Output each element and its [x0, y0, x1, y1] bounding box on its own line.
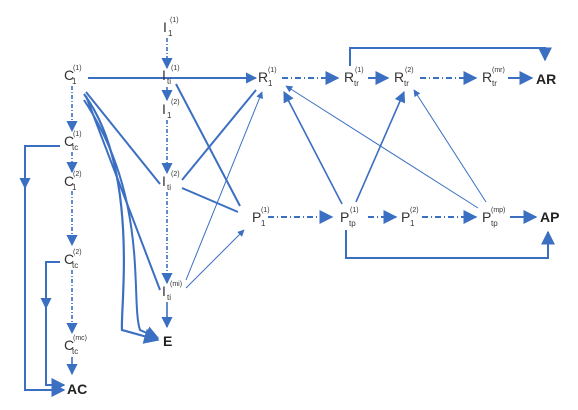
edge-c1-to-e	[83, 93, 160, 344]
edge-ptp1-to-rtr2	[355, 90, 406, 203]
node-sup: (1)	[170, 17, 179, 24]
edge-rtr1-loop-to-ar	[349, 47, 552, 66]
node-sub: tc	[72, 347, 78, 356]
edge-c1-to-e-2	[83, 99, 160, 340]
output-labels: AR AP E AC	[67, 71, 559, 397]
output-e: E	[163, 333, 172, 349]
node-c1-2: C 1 (2)	[64, 171, 82, 192]
edge-ctc1-loop-to-ac	[24, 145, 66, 397]
edge-ptpmp-to-rtr2	[413, 89, 487, 203]
node-sub: tc	[72, 261, 78, 270]
node-sup: (1)	[355, 67, 364, 74]
node-base: P	[482, 209, 491, 225]
output-ar: AR	[536, 71, 556, 87]
node-sub: 1	[261, 219, 266, 228]
node-sup: (1)	[350, 207, 359, 214]
node-sup: (1)	[73, 65, 82, 72]
edge-itimi-to-r1	[185, 91, 263, 281]
node-base: I	[163, 19, 167, 35]
edge-ptpmp-to-r1	[285, 85, 479, 209]
node-c1-1: C 1 (1)	[64, 65, 82, 86]
node-base: I	[162, 283, 166, 299]
node-ctc-1: C tc (1)	[64, 131, 82, 152]
node-base: P	[340, 209, 349, 225]
output-ap: AP	[540, 209, 559, 225]
node-sub: ti	[167, 183, 171, 192]
node-base: R	[482, 69, 492, 85]
node-sup: (2)	[171, 171, 180, 178]
node-sub: 1	[410, 219, 415, 228]
edge-ptp1-loop-to-ap	[345, 230, 555, 259]
node-r1-1: R 1 (1)	[258, 67, 277, 88]
node-base: C	[64, 251, 74, 267]
node-i1-top: I 1 (1)	[163, 17, 179, 38]
node-sup: (mi)	[170, 281, 182, 288]
node-base: I	[162, 67, 166, 83]
node-sup: (mp)	[491, 207, 505, 214]
node-base: P	[401, 209, 410, 225]
node-ctc-2: C tc (2)	[64, 249, 82, 270]
node-base: I	[162, 173, 166, 189]
node-sub: ti	[167, 293, 171, 302]
node-rtr-mr: R tr (mr)	[482, 67, 505, 88]
node-sup: (mr)	[492, 67, 505, 74]
node-sub: 1	[268, 79, 273, 88]
node-sub: tp	[491, 219, 498, 228]
node-base: C	[64, 67, 74, 83]
node-i1-2: I 1 (2)	[162, 99, 180, 120]
node-sub: tr	[404, 79, 409, 88]
node-sup: (1)	[73, 131, 82, 138]
node-base: C	[64, 173, 74, 189]
edge-c1-to-itimi	[85, 95, 161, 291]
node-sup: (1)	[261, 207, 270, 214]
node-sub: ti	[167, 77, 171, 86]
node-sup: (1)	[171, 65, 180, 72]
node-p1-2: P 1 (2)	[401, 207, 419, 228]
node-sub: 1	[72, 183, 77, 192]
node-sup: (2)	[171, 99, 180, 106]
edge-iti2-to-r1	[181, 89, 257, 181]
node-sup: (2)	[73, 171, 82, 178]
node-ptp-1: P tp (1)	[340, 207, 359, 228]
edge-ptp1-to-r1	[283, 91, 343, 205]
node-base: R	[258, 69, 268, 85]
node-rtr-1: R tr (1)	[344, 67, 364, 88]
node-base: C	[64, 133, 74, 149]
node-sub: 1	[72, 77, 77, 86]
node-sup: (2)	[410, 207, 419, 214]
edge-iti2-to-p1	[181, 187, 239, 213]
node-sup: (1)	[268, 67, 277, 74]
node-base: I	[162, 101, 166, 117]
node-base: P	[252, 209, 261, 225]
node-ctc-mc: C tc (mc)	[64, 335, 87, 356]
node-sup: (2)	[405, 67, 414, 74]
node-base: R	[394, 69, 404, 85]
node-sub: tr	[492, 79, 497, 88]
node-p1-1: P 1 (1)	[252, 207, 270, 228]
node-rtr-2: R tr (2)	[394, 67, 414, 88]
node-ptp-mp: P tp (mp)	[482, 207, 505, 228]
node-base: R	[344, 69, 354, 85]
node-base: C	[64, 337, 74, 353]
node-sub: 1	[167, 111, 172, 120]
node-iti-2: I ti (2)	[162, 171, 180, 192]
node-sup: (mc)	[73, 335, 87, 342]
output-ac: AC	[67, 381, 87, 397]
node-sub: tp	[349, 219, 356, 228]
edge-iti1-to-p1	[175, 83, 241, 207]
node-sub: 1	[168, 29, 173, 38]
node-iti-mi: I ti (mi)	[162, 281, 182, 302]
edge-ctc2-loop-to-ac	[45, 261, 66, 392]
node-iti-1: I ti (1)	[162, 65, 180, 86]
node-sup: (2)	[73, 249, 82, 256]
edge-itimi-to-p1	[185, 229, 245, 289]
node-sub: tc	[72, 143, 78, 152]
edges	[19, 38, 555, 397]
edge-c1-to-iti2	[85, 91, 161, 185]
node-sub: tr	[354, 79, 359, 88]
node-labels: I 1 (1) C 1 (1) I ti (1) I 1 (2) I ti (2…	[64, 17, 505, 356]
